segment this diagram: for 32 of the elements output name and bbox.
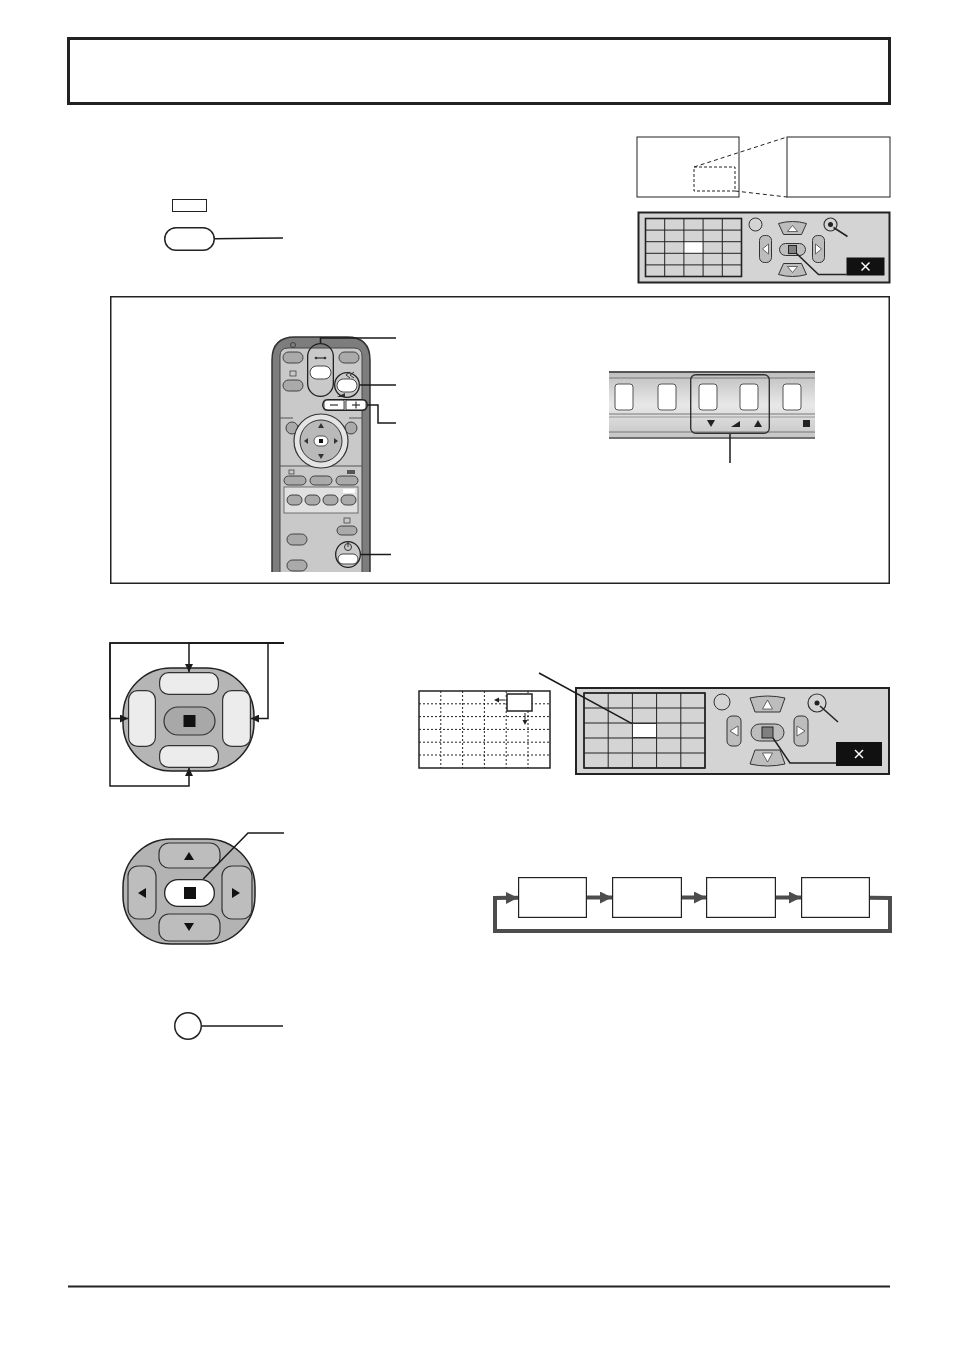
key-highlight-ring [334,372,360,398]
flow-box [801,877,870,918]
flow-box [518,877,587,918]
right-key [222,690,251,747]
oval-key [164,227,215,251]
leader-line [201,1025,284,1027]
key-group-outline [690,374,770,434]
arrow [109,642,285,787]
highlighted-grid-cell [632,723,657,738]
leader-line [360,553,392,556]
key-highlight-ring [335,541,361,568]
flow-arrow [493,891,892,933]
flow-arrow [682,891,706,904]
leader-line [202,832,285,880]
center-key [164,879,215,907]
flow-box [706,877,776,918]
left-key [128,690,156,747]
leader-line [367,404,397,424]
up-key [159,672,219,695]
leader-line [729,433,731,464]
leader-line [538,672,633,725]
leader-line [214,237,284,240]
flow-arrow [776,891,801,904]
leader-line [319,337,397,344]
round-key [174,1012,202,1040]
section-frame [110,296,890,584]
key-highlight-ring [307,343,334,397]
down-key [159,745,219,768]
key-highlight-ring [322,399,368,411]
flow-arrow [587,891,612,904]
leader-line [359,384,397,386]
flow-box [612,877,682,918]
